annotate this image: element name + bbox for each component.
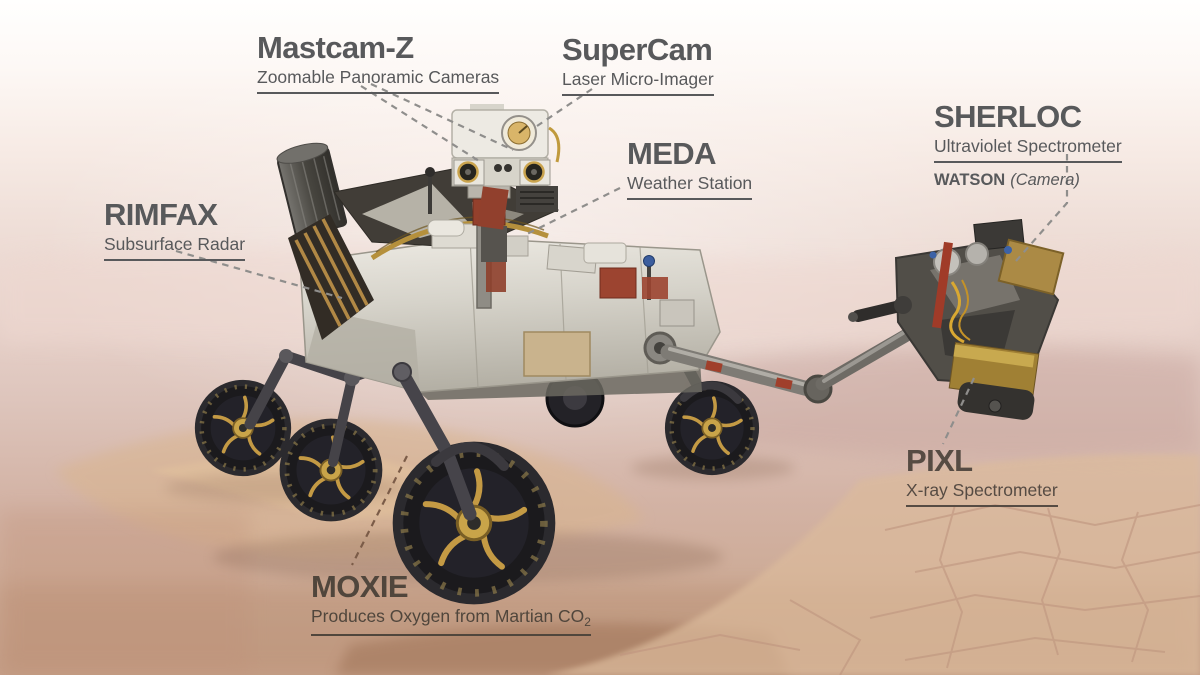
instrument-description: Weather Station [627, 173, 753, 200]
watson-name: WATSON [934, 170, 1006, 189]
pixl-leader-line [942, 377, 975, 445]
instrument-name: SuperCam [562, 32, 713, 67]
instrument-description: Subsurface Radar [104, 234, 246, 261]
sherloc-leader-line [1015, 154, 1069, 262]
arm-turret [848, 219, 1065, 420]
turret-cables [949, 281, 965, 344]
instrument-name: PIXL [906, 443, 973, 478]
instrument-description: Produces Oxygen from Martian CO2 [311, 606, 591, 637]
rtg-generator [276, 142, 348, 238]
mastcam-z-leader-line-2 [370, 83, 514, 151]
instrument-description: X-ray Spectrometer [906, 480, 1058, 507]
mast-head-cameras [451, 104, 561, 230]
instrument-description: Laser Micro-Imager [562, 69, 714, 96]
meda-leader-line [526, 187, 621, 235]
label-pixl: PIXL X-ray Spectrometer [906, 445, 1058, 507]
robotic-arm [643, 329, 912, 404]
perseverance-rover-illustration [198, 104, 1065, 599]
instrument-name: RIMFAX [104, 197, 218, 232]
instrument-name: SHERLOC [934, 99, 1082, 134]
label-mastcam-z: Mastcam-Z Zoomable Panoramic Cameras [257, 30, 500, 94]
instrument-description: Ultraviolet Spectrometer [934, 136, 1122, 163]
rover-chassis [288, 165, 721, 400]
drill-bit [852, 300, 906, 322]
moxie-leader-line [351, 455, 408, 566]
label-rimfax: RIMFAX Subsurface Radar [104, 197, 246, 261]
label-supercam: SuperCam Laser Micro-Imager [562, 34, 714, 96]
instrument-name: Mastcam-Z [257, 30, 414, 65]
wheel-steering-bracket [680, 381, 742, 404]
rover-wheel [283, 422, 379, 518]
label-sherloc: SHERLOC Ultraviolet Spectrometer WATSON(… [934, 101, 1122, 190]
rover-wheel [198, 383, 288, 473]
wheel-steering-bracket [431, 442, 509, 471]
watson-sublabel: WATSON(Camera) [934, 171, 1122, 190]
label-moxie: MOXIE Produces Oxygen from Martian CO2 [311, 569, 591, 637]
instrument-description: Zoomable Panoramic Cameras [257, 67, 500, 94]
suspension-joint [279, 349, 293, 363]
co2-subscript: 2 [584, 614, 591, 629]
cracked-mud-texture [619, 503, 1200, 675]
label-meda: MEDA Weather Station [627, 136, 753, 200]
instrument-name: MEDA [627, 136, 716, 171]
watson-type: (Camera) [1010, 170, 1080, 189]
sherloc-housing [997, 238, 1065, 296]
instrument-name: MOXIE [311, 569, 409, 604]
suspension-joint [392, 362, 412, 382]
